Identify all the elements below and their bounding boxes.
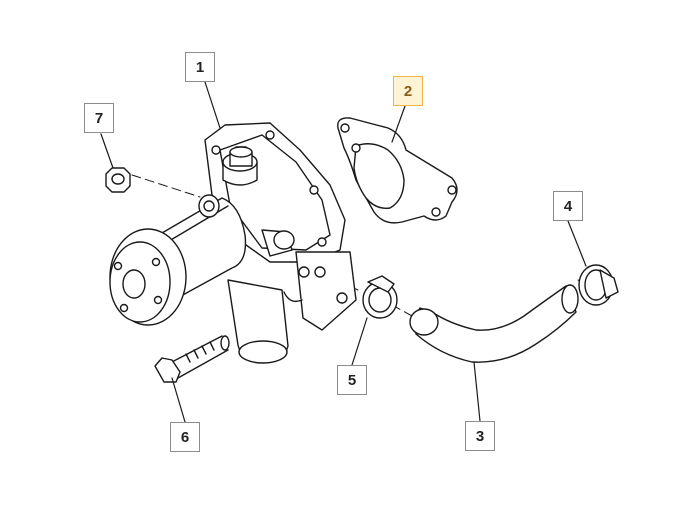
callout-4[interactable]: 4 bbox=[553, 191, 583, 221]
leader-lines bbox=[100, 81, 587, 423]
gasket bbox=[337, 117, 458, 224]
callout-6[interactable]: 6 bbox=[170, 422, 200, 452]
water-pump bbox=[109, 122, 357, 364]
callout-3[interactable]: 3 bbox=[465, 421, 495, 451]
nut bbox=[105, 167, 131, 193]
hose bbox=[409, 284, 579, 363]
callout-7[interactable]: 7 bbox=[84, 103, 114, 133]
bolt bbox=[154, 335, 230, 383]
callout-2[interactable]: 2 bbox=[393, 76, 423, 106]
callout-5[interactable]: 5 bbox=[337, 365, 367, 395]
callout-1[interactable]: 1 bbox=[185, 52, 215, 82]
hose-clamp-large bbox=[578, 264, 619, 306]
hose-clamp-small bbox=[362, 275, 398, 319]
